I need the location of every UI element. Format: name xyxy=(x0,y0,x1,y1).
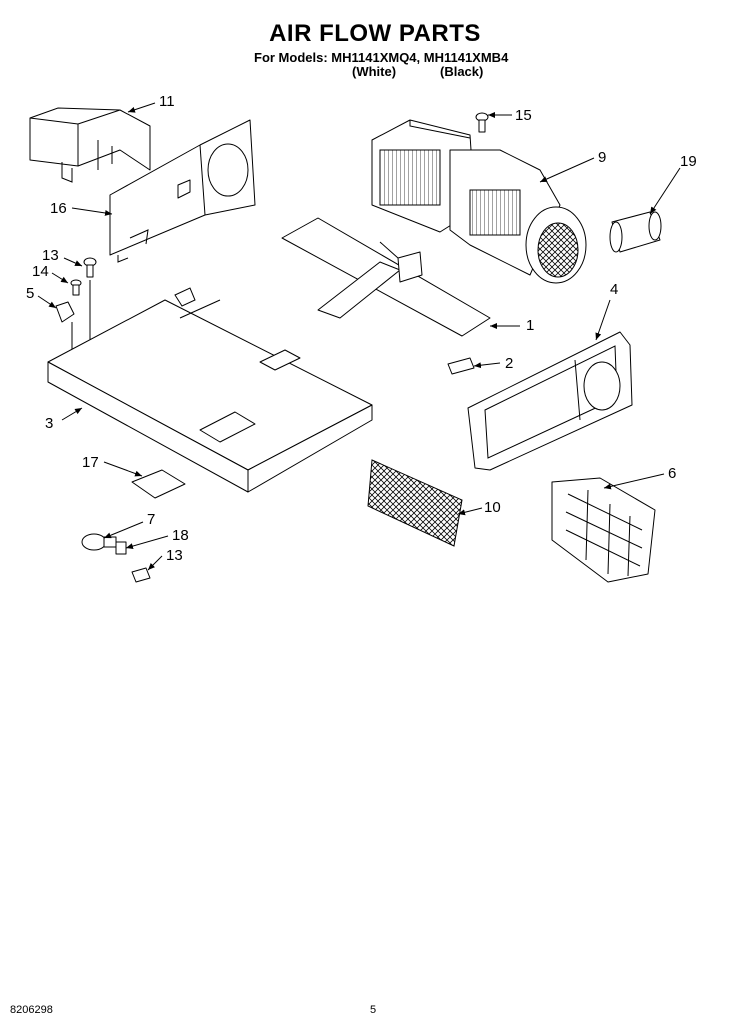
callout-13-upper: 13 xyxy=(42,247,59,264)
part-10-grease-filter xyxy=(367,459,463,547)
part-13-screw-upper xyxy=(83,257,97,278)
callout-11: 11 xyxy=(159,93,175,110)
part-19-capacitor xyxy=(609,211,662,253)
part-7-lamp xyxy=(81,533,117,551)
part-9-blower-assembly xyxy=(371,119,587,284)
part-2-bracket xyxy=(447,357,475,375)
part-5-clip xyxy=(55,301,75,323)
leader-lines xyxy=(37,102,681,571)
part-17-cover-plate xyxy=(131,469,186,499)
callout-14: 14 xyxy=(32,263,49,280)
part-4-front-frame xyxy=(467,331,633,471)
callout-1: 1 xyxy=(526,317,534,334)
part-13-screw-lower xyxy=(131,567,151,583)
doc-number: 8206298 xyxy=(10,1004,53,1016)
part-6-filter-frame xyxy=(551,477,656,583)
callout-5: 5 xyxy=(26,285,34,302)
part-14-screw xyxy=(70,279,82,296)
callout-15: 15 xyxy=(515,107,532,124)
page-number: 5 xyxy=(370,1004,377,1016)
callout-17: 17 xyxy=(82,454,99,471)
part-1-air-guide xyxy=(281,217,491,337)
callout-13-lower: 13 xyxy=(166,547,183,564)
part-11-exhaust-duct xyxy=(29,107,151,183)
part-18-socket xyxy=(115,541,127,555)
callout-6: 6 xyxy=(668,465,676,482)
part-15-screw xyxy=(475,112,489,133)
callout-3: 3 xyxy=(45,415,53,432)
callout-18: 18 xyxy=(172,527,189,544)
callout-2: 2 xyxy=(505,355,513,372)
models-line: For Models: MH1141XMQ4, MH1141XMB4 xyxy=(254,50,509,65)
color-white-label: (White) xyxy=(352,64,397,79)
part-16-side-panel xyxy=(109,119,256,263)
callout-9: 9 xyxy=(598,149,606,166)
callout-19: 19 xyxy=(680,153,697,170)
callout-16: 16 xyxy=(50,200,67,217)
color-black-label: (Black) xyxy=(440,64,484,79)
page-title: AIR FLOW PARTS xyxy=(269,20,481,47)
callout-4: 4 xyxy=(610,281,618,298)
part-3-base-plate xyxy=(47,287,373,493)
callout-7: 7 xyxy=(147,511,155,528)
callout-10: 10 xyxy=(484,499,501,516)
